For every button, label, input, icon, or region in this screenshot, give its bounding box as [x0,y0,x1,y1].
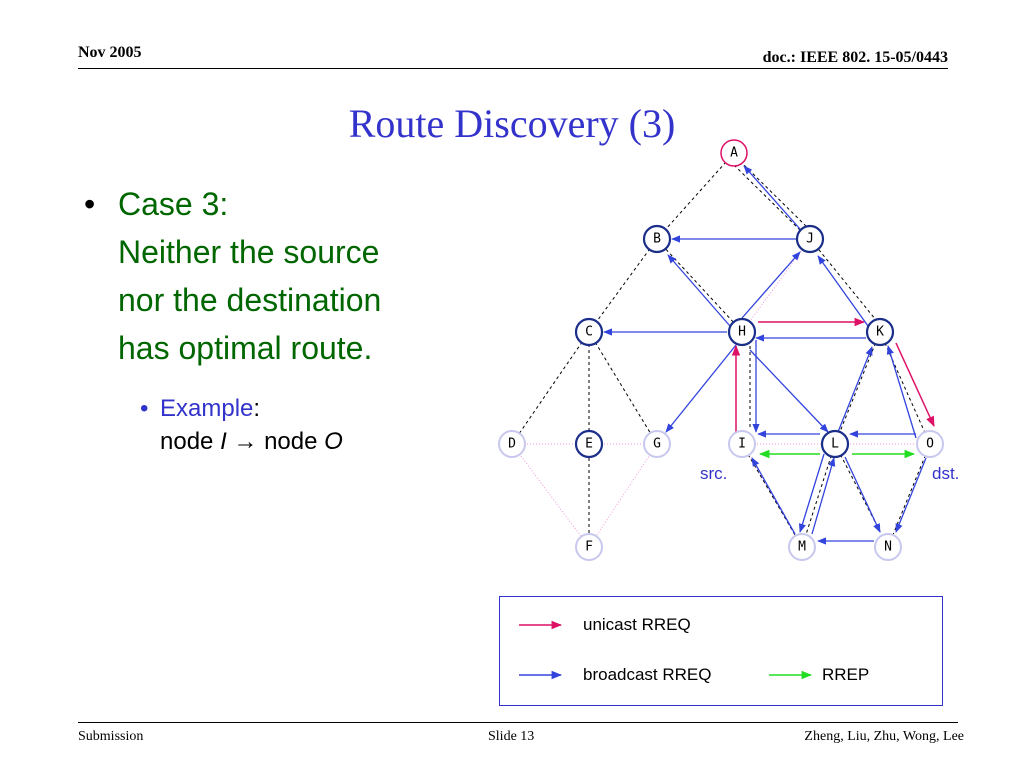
broadcast-legend-arrow-icon [519,670,563,680]
node-label: M [798,540,806,555]
node-n: N [874,533,902,561]
example-colon: : [253,395,261,422]
slide-title: Route Discovery (3) [348,101,676,146]
node-circle [574,429,604,459]
header-divider [78,68,948,69]
node-label: G [653,437,661,452]
node-label: L [831,437,839,452]
legend-broadcast: broadcast RREQ [583,665,712,684]
node-label: K [876,325,884,340]
bullet-line-1: Case 3: [118,186,229,222]
node-l: L [820,429,850,459]
node-label: H [738,325,746,340]
node-h: H [727,317,757,347]
footer-divider [78,722,958,723]
node-circle [728,430,756,458]
nodes-layer: A B J C H K D E G I L O F M N [498,139,944,561]
legend-box [499,596,943,706]
node-label: B [653,232,661,247]
footer-authors: Zheng, Liu, Zhu, Wong, Lee [804,729,964,744]
node-f: F [575,533,603,561]
legend-rrep: RREP [822,665,870,684]
rrep-legend-arrow-icon [769,670,813,680]
node-circle [865,317,895,347]
node-j: J [795,224,825,254]
node-label: D [508,437,516,452]
node-label: J [806,232,814,247]
node-label: F [585,540,593,555]
node-label: O [926,437,934,452]
footer-submission: Submission [78,729,144,744]
node-m: M [788,533,816,561]
node-i: I [728,430,756,458]
dashed-links [511,152,931,548]
node-circle [874,533,902,561]
node-label: E [585,437,593,452]
bullet-dot: • [84,186,96,222]
dst-label: dst. [932,464,960,483]
bullet-line-2: Neither the source [118,234,380,270]
node-circle [820,429,850,459]
footer-slide-number: Slide 13 [488,729,535,744]
broadcast-arrows [603,165,927,545]
node-circle [788,533,816,561]
node-word-1: node [160,428,221,455]
legend-unicast: unicast RREQ [583,615,691,634]
src-label: src. [700,464,728,483]
node-circle [642,224,672,254]
node-e: E [574,429,604,459]
node-circle [916,430,944,458]
unicast-arrows [731,317,935,432]
node-circle [574,317,604,347]
node-d: D [498,430,526,458]
node-word-2: node [264,428,325,455]
right-arrow-icon: → [233,428,258,455]
node-c: C [574,317,604,347]
header-doc-id: doc.: IEEE 802. 15-05/0443 [762,49,948,66]
node-circle [727,317,757,347]
node-b: B [642,224,672,254]
example-label: Example [160,395,254,422]
sub-bullet-text: Example: node I → node O [160,392,343,458]
node-k: K [865,317,895,347]
node-circle [575,533,603,561]
node-label: A [730,146,738,161]
node-label: I [738,437,746,452]
node-g: G [643,430,671,458]
bullet-line-3: nor the destination [118,282,382,318]
node-circle [643,430,671,458]
node-label: C [585,325,593,340]
network-diagram: A B J C H K D E G I L O F M N [498,139,944,561]
dest-node-id: O [324,428,343,455]
node-circle [498,430,526,458]
node-circle [720,139,748,167]
sub-bullet-dot: • [140,395,149,422]
bullet-line-4: has optimal route. [118,330,373,366]
source-node-id: I [220,428,227,455]
link-lines [511,238,917,548]
node-a: A [720,139,748,167]
header-date: Nov 2005 [78,44,142,61]
bullet-text: Case 3: Neither the source nor the desti… [118,180,381,372]
unicast-legend-arrow-icon [519,620,563,630]
node-label: N [884,540,892,555]
node-o: O [916,430,944,458]
node-circle [795,224,825,254]
